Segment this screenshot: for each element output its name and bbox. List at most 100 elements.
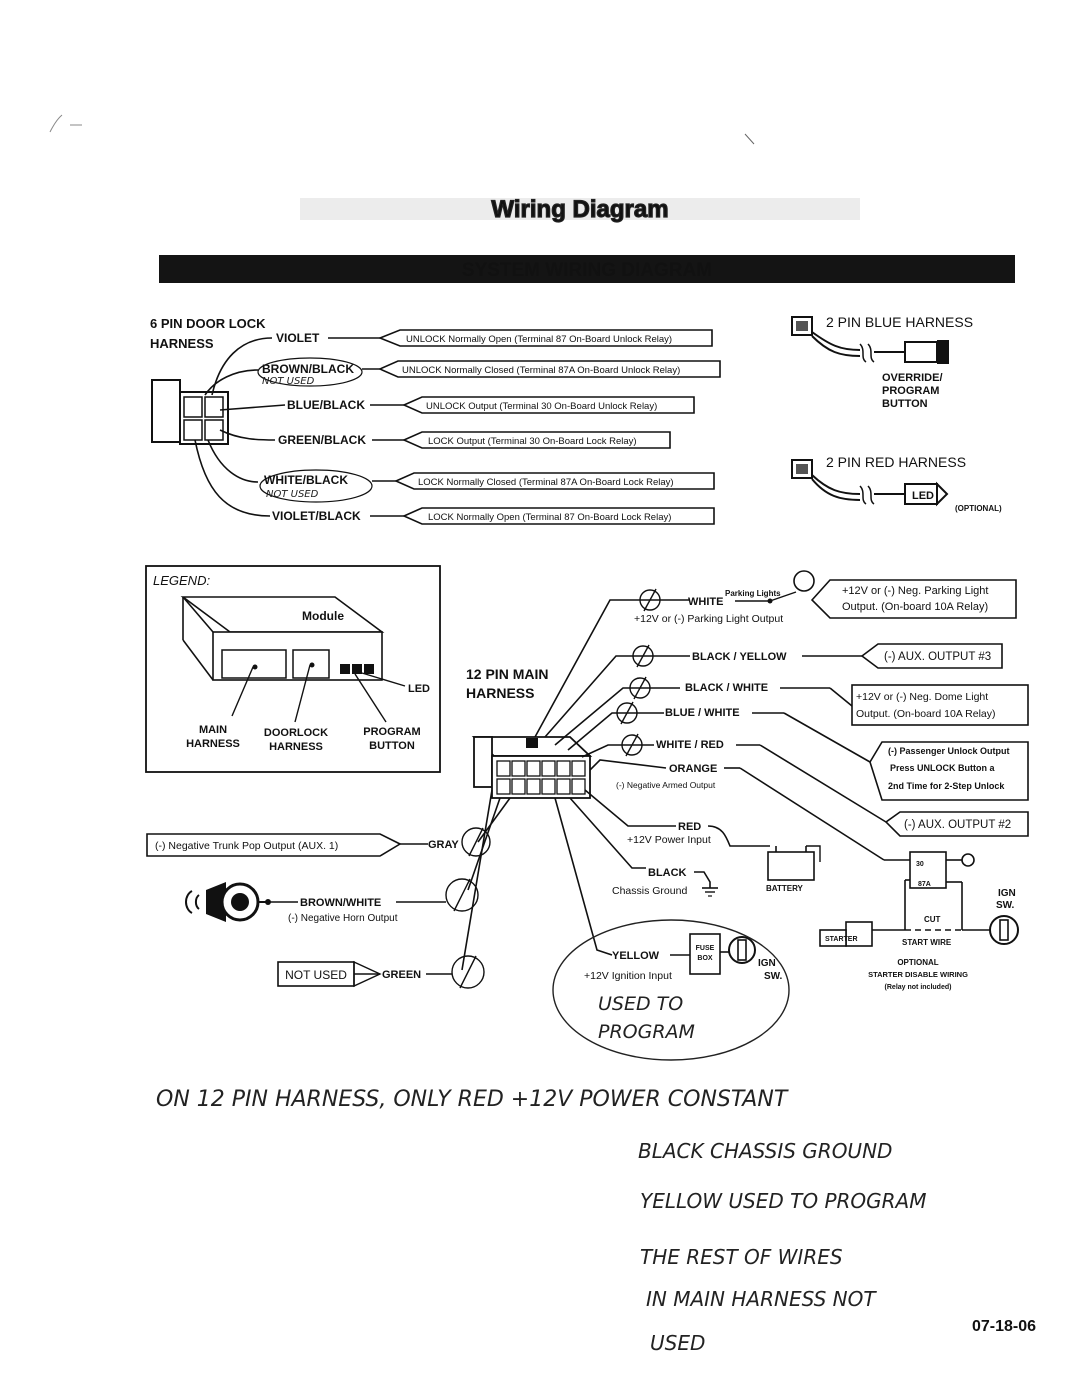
output-lock-no: LOCK Normally Open (Terminal 87 On-Board… (428, 512, 671, 523)
passenger-box-1: (-) Passenger Unlock Output (888, 746, 1010, 756)
main-harness-label-1: 12 PIN MAIN (466, 666, 548, 682)
scan-mark-2 (744, 133, 755, 145)
orange-sub: (-) Negative Armed Output (616, 780, 716, 790)
trunk-box: (-) Negative Trunk Pop Output (AUX. 1) (155, 840, 338, 852)
legend-led: LED (408, 683, 430, 695)
red-harness: LED 2 PIN RED HARNESS (OPTIONAL) (791, 454, 1002, 513)
optional-label: (OPTIONAL) (955, 504, 1002, 513)
title-area: Wiring Diagram (300, 195, 860, 224)
note-not-used-1: NOT USED (262, 376, 315, 387)
wire-violet-black: VIOLET/BLACK (272, 509, 361, 523)
wire-blue-white: BLUE / WHITE (665, 707, 740, 719)
wire-yellow: YELLOW (612, 950, 660, 962)
relay-30: 30 (916, 861, 924, 868)
blue-harness: 2 PIN BLUE HARNESS OVERRIDE/ PROGRAM BUT… (791, 314, 973, 410)
note-6: USED (650, 1331, 705, 1355)
relay-87a: 87A (918, 881, 931, 888)
door-lock-connector (151, 379, 229, 445)
output-lock-out: LOCK Output (Terminal 30 On-Board Lock R… (428, 436, 637, 447)
output-unlock-out: UNLOCK Output (Terminal 30 On-Board Unlo… (426, 401, 657, 412)
legend-prog-1: PROGRAM (363, 726, 420, 738)
ign-sw2-label-2: SW. (996, 900, 1015, 911)
wire-blue-black: BLUE/BLACK (287, 398, 365, 412)
legend-prog-2: BUTTON (369, 740, 415, 752)
used-to-2: PROGRAM (598, 1021, 695, 1043)
dome-box-2: Output. (On-board 10A Relay) (856, 708, 996, 720)
battery-label: BATTERY (766, 884, 804, 893)
door-lock-label-2: HARNESS (150, 336, 214, 351)
white-box-2: Output. (On-board 10A Relay) (842, 601, 988, 613)
ign-sw-label: IGN (758, 958, 776, 969)
wire-orange: ORANGE (669, 763, 717, 775)
note-2: BLACK CHASSIS GROUND (638, 1139, 892, 1163)
ign-sw-label-2: SW. (764, 971, 783, 982)
wire-white-red: WHITE / RED (656, 739, 724, 751)
legend-door-1: DOORLOCK (264, 727, 328, 739)
blue-harness-label: 2 PIN BLUE HARNESS (826, 314, 973, 330)
wire-red: RED (678, 821, 701, 833)
main-harness: 12 PIN MAIN HARNESS (146, 570, 1029, 989)
horn-sub: (-) Negative Horn Output (288, 913, 398, 924)
door-lock-label: 6 PIN DOOR LOCK (150, 316, 266, 331)
yellow-sub: +12V Ignition Input (584, 970, 672, 982)
cut-label: CUT (924, 915, 941, 924)
output-unlock-no: UNLOCK Normally Open (Terminal 87 On-Boa… (406, 334, 672, 345)
red-harness-label: 2 PIN RED HARNESS (826, 454, 966, 470)
wire-white: WHITE (688, 596, 723, 608)
page-title: Wiring Diagram (491, 196, 668, 223)
optional-1: OPTIONAL (897, 958, 938, 967)
legend-title: LEGEND: (153, 573, 210, 588)
banner-title: SYSTEM WIRING DIAGRAM (462, 260, 712, 281)
date-label: 07-18-06 (972, 1318, 1036, 1335)
main-connector (471, 736, 593, 799)
wire-violet: VIOLET (276, 331, 320, 345)
optional-3: (Relay not included) (885, 984, 952, 991)
legend-main-1: MAIN (199, 724, 227, 736)
wire-black: BLACK (648, 867, 687, 879)
start-wire-label: START WIRE (902, 938, 952, 947)
system-banner: SYSTEM WIRING DIAGRAM (159, 255, 1015, 283)
ign-sw2-label-1: IGN (998, 888, 1016, 899)
override-label-2: PROGRAM (882, 385, 939, 397)
wire-white-black: WHITE/BLACK (264, 473, 348, 487)
scan-mark (49, 114, 82, 133)
black-sub: Chassis Ground (612, 885, 687, 897)
horn-icon (185, 882, 271, 922)
used-to-1: USED TO (598, 993, 683, 1015)
fuse-label-2: BOX (697, 955, 713, 962)
white-box-1: +12V or (-) Neg. Parking Light (842, 585, 988, 597)
output-unlock-nc: UNLOCK Normally Closed (Terminal 87A On-… (402, 365, 680, 376)
door-lock-harness: 6 PIN DOOR LOCK HARNESS VIOLET UNLOCK No… (150, 316, 721, 525)
wire-black-white: BLACK / WHITE (685, 682, 768, 694)
wire-brown-white: BROWN/WHITE (300, 897, 381, 909)
green-box: NOT USED (285, 968, 347, 982)
main-harness-label-2: HARNESS (466, 685, 534, 701)
note-5: IN MAIN HARNESS NOT (646, 1287, 877, 1311)
red-sub: +12V Power Input (627, 834, 711, 846)
passenger-box-3: 2nd Time for 2-Step Unlock (888, 781, 1005, 791)
note-not-used-2: NOT USED (266, 489, 319, 500)
passenger-box-2: Press UNLOCK Button a (890, 763, 996, 773)
legend: LEGEND: Module LED MAIN HARNESS DOORLOCK… (145, 565, 441, 773)
wire-gray: GRAY (428, 839, 459, 851)
wire-brown-black: BROWN/BLACK (262, 362, 354, 376)
starter-label: STARTER (825, 936, 858, 943)
aux3-box: (-) AUX. OUTPUT #3 (884, 651, 991, 663)
wire-green: GREEN (382, 969, 421, 981)
legend-door-2: HARNESS (269, 741, 323, 753)
module-label: Module (302, 609, 344, 623)
output-lock-nc: LOCK Normally Closed (Terminal 87A On-Bo… (418, 477, 674, 488)
led-label: LED (912, 490, 934, 502)
note-4: THE REST OF WIRES (640, 1245, 843, 1269)
parking-lights-label: Parking Lights (725, 589, 781, 598)
aux2-box: (-) AUX. OUTPUT #2 (904, 819, 1011, 831)
dome-box-1: +12V or (-) Neg. Dome Light (856, 691, 988, 703)
note-1: ON 12 PIN HARNESS, ONLY RED +12V POWER C… (156, 1087, 789, 1112)
override-label-3: BUTTON (882, 398, 928, 410)
optional-2: STARTER DISABLE WIRING (868, 970, 968, 979)
fuse-label-1: FUSE (696, 945, 715, 952)
override-label-1: OVERRIDE/ (882, 372, 943, 384)
starter-disable: 30 87A STARTER CUT START WIRE IGN SW. OP… (819, 851, 1019, 991)
legend-main-2: HARNESS (186, 738, 240, 750)
